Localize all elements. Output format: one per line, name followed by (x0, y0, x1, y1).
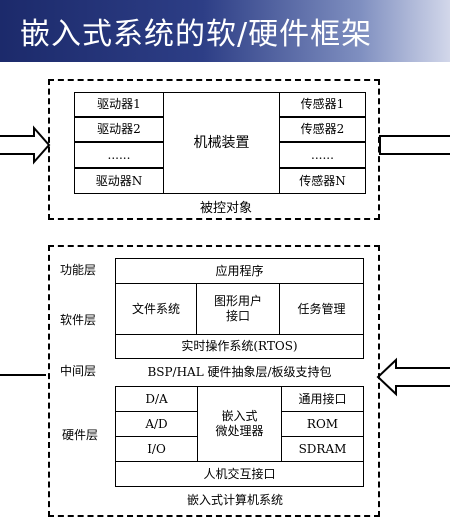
layer-label-function: 功能层 (60, 263, 97, 277)
arrow-out-of-controlled-object (379, 135, 450, 155)
driver-n: 驱动器N (74, 168, 164, 194)
arrow-into-computer-system (376, 357, 450, 397)
task-management-box: 任务管理 (279, 283, 364, 335)
slide-title: 嵌入式系统的软/硬件框架 (20, 17, 373, 52)
sensor-n: 传感器N (279, 168, 366, 194)
file-system-box: 文件系统 (115, 283, 197, 335)
hw-io: I/O (115, 436, 198, 462)
controlled-object-frame (48, 79, 380, 220)
layer-label-middle: 中间层 (60, 364, 97, 378)
hw-da: D/A (115, 386, 198, 412)
slide-header: 嵌入式系统的软/硬件框架 (0, 0, 450, 62)
hmi-box: 人机交互接口 (115, 461, 364, 487)
hw-rom: ROM (281, 411, 364, 437)
gui-box: 图形用户 接口 (196, 283, 280, 335)
sensor-1: 传感器1 (279, 92, 366, 117)
mechanical-device: 机械装置 (163, 92, 280, 194)
driver-2: 驱动器2 (74, 117, 164, 142)
hw-ad: A/D (115, 411, 198, 437)
computer-system-caption: 嵌入式计算机系统 (186, 493, 283, 507)
application-box: 应用程序 (115, 258, 364, 284)
layer-label-hardware: 硬件层 (62, 428, 99, 442)
bsp-hal-label: BSP/HAL 硬件抽象层/板级支持包 (147, 365, 332, 379)
arrow-into-controlled-object (0, 125, 51, 165)
sensor-2: 传感器2 (279, 117, 366, 142)
driver-1: 驱动器1 (74, 92, 164, 117)
driver-ellipsis: ...... (74, 142, 164, 168)
cpu-box: 嵌入式 微处理器 (197, 386, 282, 462)
hw-general-interface: 通用接口 (281, 386, 364, 412)
layer-label-software: 软件层 (60, 313, 97, 327)
sensor-ellipsis: ...... (279, 142, 366, 168)
hw-sdram: SDRAM (281, 436, 364, 462)
rtos-box: 实时操作系统(RTOS) (115, 334, 364, 359)
controlled-object-caption: 被控对象 (199, 201, 252, 216)
